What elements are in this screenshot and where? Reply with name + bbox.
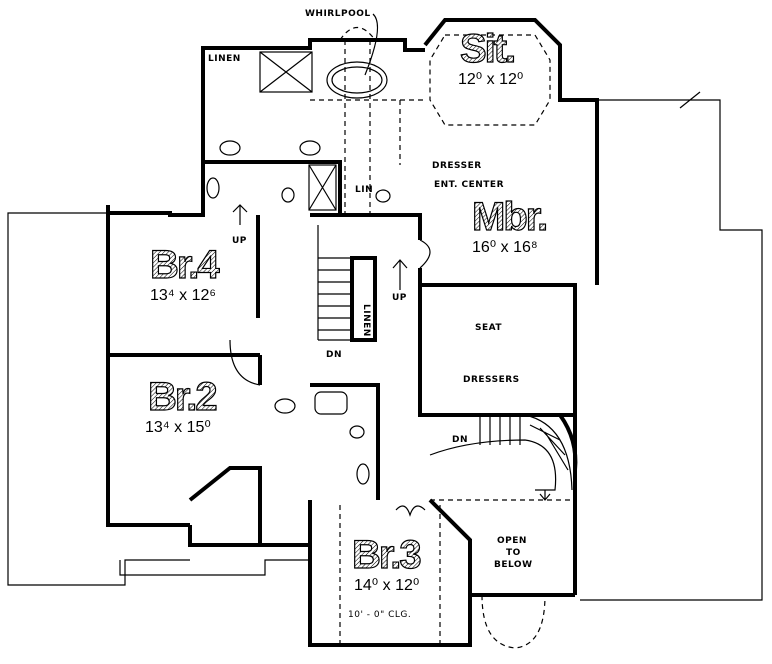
open-to-below-label: OPEN: [497, 536, 527, 546]
lin-label: LIN: [355, 185, 373, 195]
bay-dashed: [481, 594, 546, 649]
whirlpool-step-dashed: [339, 26, 376, 41]
linen-stair-label: LINEN: [361, 304, 371, 337]
up-arrow-left: [232, 204, 248, 225]
doors: [229, 26, 546, 649]
stairs: [232, 204, 573, 501]
door-swing: [229, 339, 261, 386]
walls: [106, 18, 599, 647]
toilet: [281, 187, 295, 203]
sitting-dashed-outline: [429, 34, 551, 126]
sink: [299, 140, 321, 156]
room-size-sit: 12⁰ x 12⁰: [458, 71, 523, 88]
room-name-br4: Br.4: [150, 243, 220, 287]
sink: [206, 177, 220, 199]
down-arrow: [539, 490, 551, 501]
door-swing: [419, 239, 431, 269]
whirlpool-tub: [326, 61, 388, 99]
toilet: [349, 425, 365, 439]
shower-2: [308, 164, 337, 211]
open-to-below-label: TO: [506, 548, 521, 558]
ent-center-label: ENT. CENTER: [434, 180, 504, 190]
ceiling-height-br3: 10' - 0" CLG.: [348, 610, 411, 620]
sink: [274, 398, 296, 414]
linen-label: LINEN: [208, 54, 241, 64]
room-name-sit: Sit.: [460, 27, 514, 71]
room-name-br2: Br.2: [148, 375, 216, 419]
bathtub: [314, 391, 348, 415]
room-name-mbr: Mbr.: [472, 195, 546, 239]
roof-outline: [7, 91, 763, 601]
double-door: [395, 505, 426, 517]
whirlpool-label: WHIRLPOOL: [305, 9, 371, 19]
room-size-mbr: 16⁰ x 16⁸: [472, 239, 538, 256]
seat-label: SEAT: [475, 323, 502, 333]
up-label: UP: [232, 236, 247, 246]
up-arrow-center: [392, 259, 408, 290]
dn-label: DN: [452, 435, 468, 445]
dressers-label: DRESSERS: [463, 375, 520, 385]
room-size-br2: 13⁴ x 15⁰: [145, 419, 211, 436]
open-to-below-label: BELOW: [494, 560, 533, 570]
shower: [259, 51, 313, 93]
room-size-br4: 13⁴ x 12⁶: [150, 287, 216, 304]
room-name-br3: Br.3: [352, 533, 420, 577]
sink: [219, 140, 241, 156]
dresser-label: DRESSER: [432, 161, 482, 171]
up-label: UP: [392, 293, 407, 303]
dn-label: DN: [326, 350, 342, 360]
toilet: [375, 189, 391, 203]
sink: [356, 463, 370, 485]
room-size-br3: 14⁰ x 12⁰: [354, 577, 419, 594]
fixtures: [198, 34, 575, 645]
